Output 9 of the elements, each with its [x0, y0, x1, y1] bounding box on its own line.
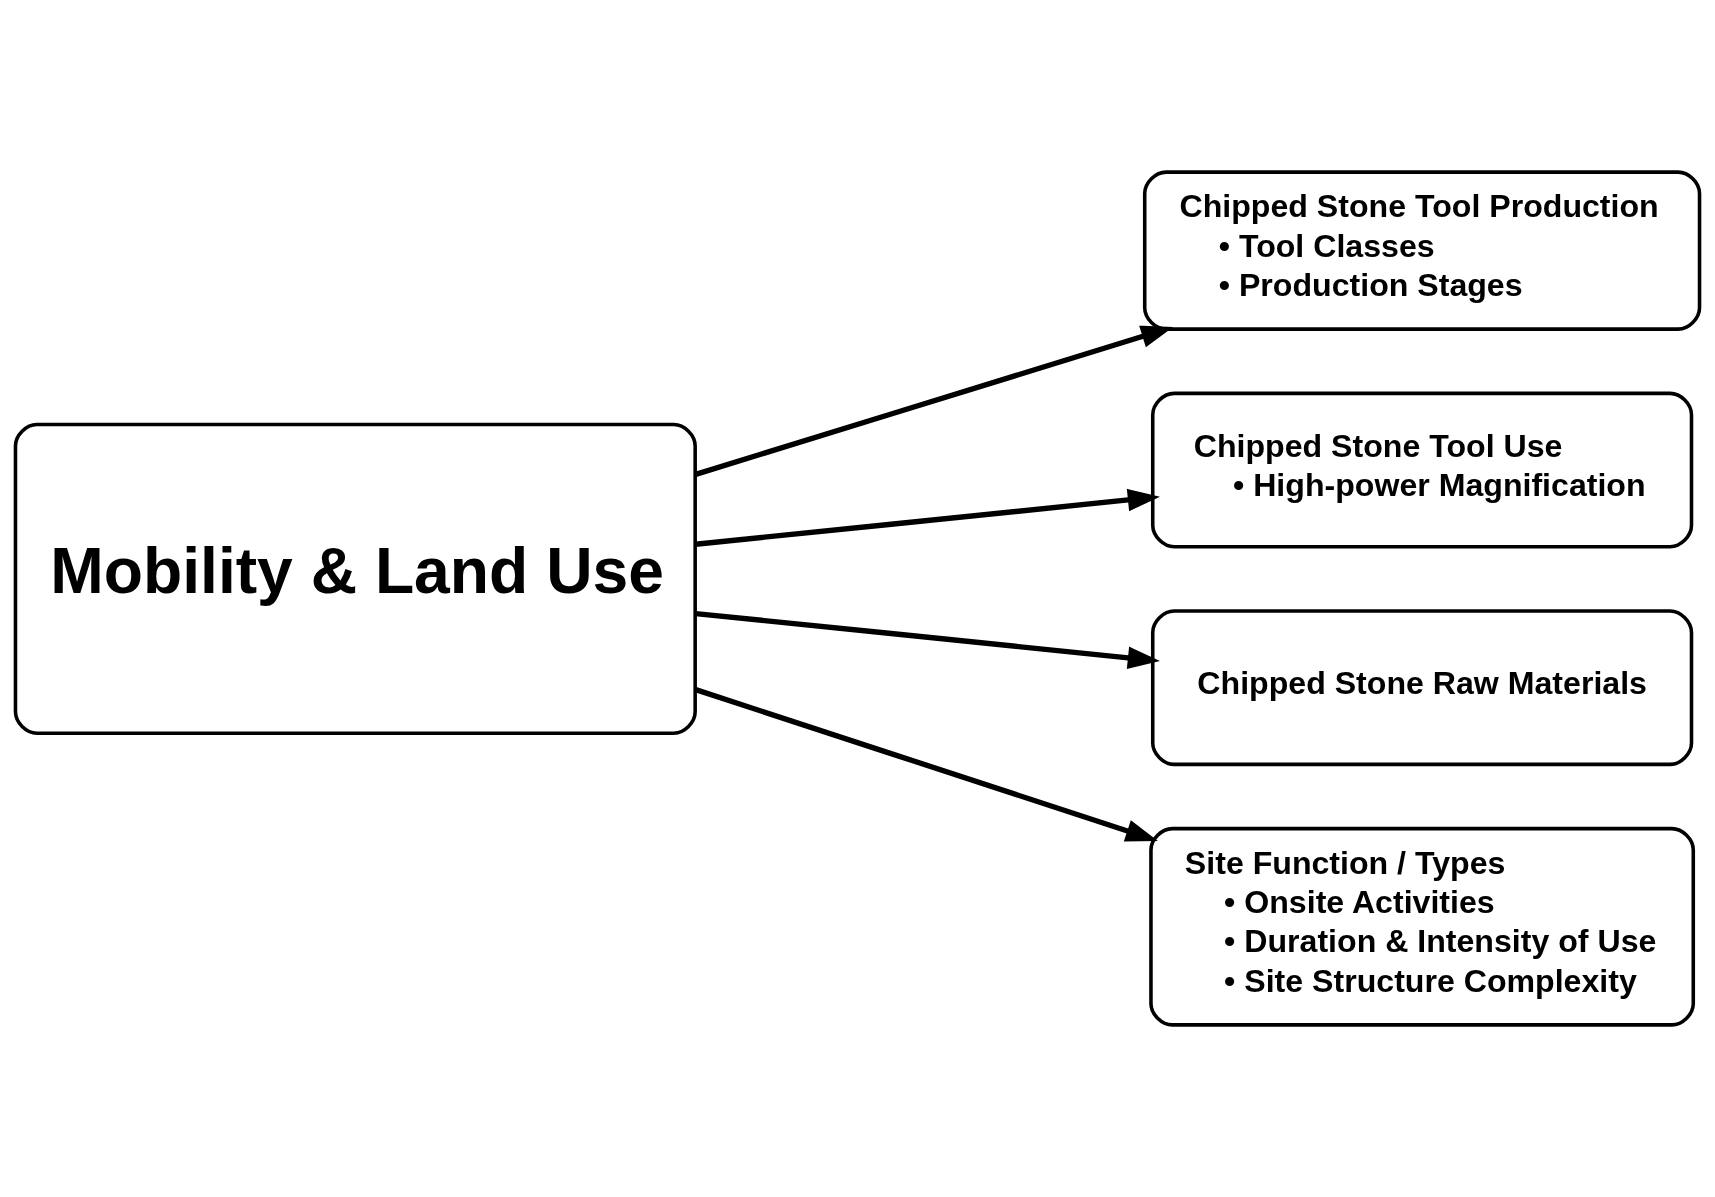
arrow: [695, 610, 1160, 669]
node-box: Chipped Stone Raw Materials: [1150, 609, 1694, 767]
arrow: [694, 687, 1158, 842]
node-box: Mobility & Land Use: [13, 422, 697, 735]
node-box: Chipped Stone Tool Production • Tool Classes • Production Stages: [1142, 170, 1702, 331]
arrow: [695, 488, 1160, 547]
arrow: [694, 325, 1174, 477]
node-box: Site Function / Types • Onsite Activities • Duration & Intensity of Use • Site Structure Complexity: [1149, 826, 1696, 1027]
node-box: Chipped Stone Tool Use • High-power Magnification: [1150, 391, 1694, 549]
